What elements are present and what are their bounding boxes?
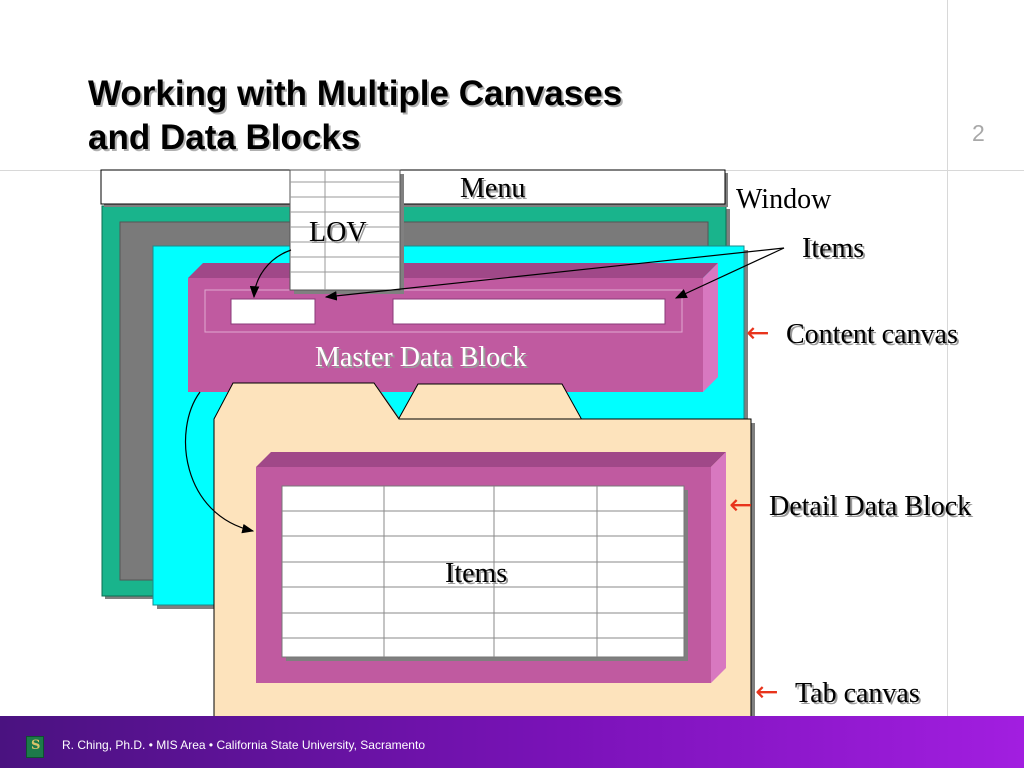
master-data-block	[188, 263, 718, 392]
tab-canvas-label: Tab canvas	[795, 678, 920, 709]
detail-block-pointer: ←	[729, 488, 752, 521]
title-line-1: Working with Multiple Canvases	[88, 74, 623, 113]
menu-label: Menu	[460, 173, 525, 204]
svg-text:Content canvas: Content canvas	[788, 321, 960, 352]
lov-to-field-arrow	[249, 249, 292, 299]
university-logo	[26, 736, 44, 758]
menu-bar	[100, 169, 728, 207]
master-detail-arrow	[184, 391, 255, 534]
lov-label: LOV	[309, 217, 367, 248]
items-label-top: Items	[802, 233, 864, 264]
master-block-label: Master Data Block	[315, 342, 527, 373]
svg-text:​Menu: ​Menu	[462, 175, 527, 206]
footer-text: R. Ching, Ph.D. • MIS Area • California …	[62, 738, 425, 752]
master-item-field-1	[230, 298, 316, 325]
svg-text:Items: Items	[804, 235, 866, 266]
canvas-diagram: ​Menu Menu Window LOV LOV Items Items ← …	[100, 169, 973, 716]
tab-canvas-pointer: ←	[755, 675, 778, 708]
title-line-2: and Data Blocks	[88, 118, 361, 157]
lov-list	[289, 169, 404, 294]
detail-items-grid	[281, 485, 685, 658]
master-item-field-2	[392, 298, 666, 325]
svg-text:Master Data Block: Master Data Block	[317, 344, 529, 375]
vertical-guide-line	[947, 0, 948, 768]
footer-bar: R. Ching, Ph.D. • MIS Area • California …	[0, 716, 1024, 768]
page-number: 2	[972, 120, 985, 146]
connector-arrows	[184, 247, 785, 534]
items-pointer-arrow-2	[674, 247, 785, 299]
slide-title: Working with Multiple Canvases and Data …	[88, 72, 622, 160]
detail-data-block	[256, 452, 726, 683]
items-pointer-arrow-1	[324, 247, 785, 301]
content-canvas-pointer: ←	[746, 316, 769, 349]
diagram-labels: ​Menu Menu Window LOV LOV Items Items ← …	[309, 173, 973, 711]
window-label: Window	[736, 184, 832, 215]
svg-text:Detail Data Block: Detail Data Block	[771, 493, 973, 524]
svg-text:Tab canvas: Tab canvas	[797, 680, 922, 711]
content-canvas-label: Content canvas	[786, 319, 958, 350]
svg-text:Items: Items	[447, 560, 509, 591]
detail-block-label: Detail Data Block	[769, 491, 971, 522]
items-label-grid: Items	[445, 558, 507, 589]
svg-text:LOV: LOV	[311, 219, 369, 250]
